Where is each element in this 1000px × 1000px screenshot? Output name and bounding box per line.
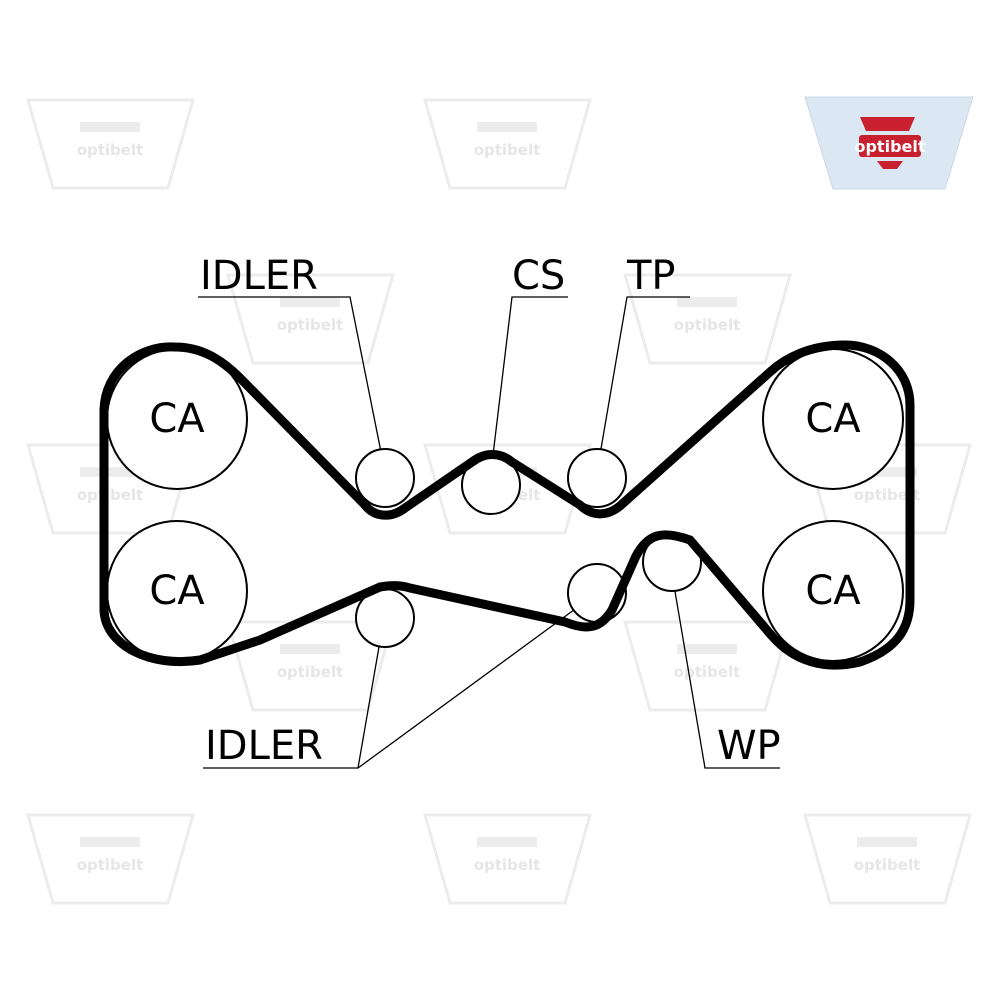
brand-logo-text: optibelt [854, 137, 925, 156]
watermark-text: optibelt [474, 856, 541, 874]
pulley-labels: CA CA CA CA [149, 396, 861, 614]
label-ca-bottom-right: CA [805, 568, 861, 614]
label-ca-bottom-left: CA [149, 568, 205, 614]
timing-belt [99, 340, 915, 670]
pulley-tp [567, 448, 627, 508]
watermark-text: optibelt [277, 316, 344, 334]
label-idler-top: IDLER [200, 253, 318, 299]
label-ca-top-left: CA [149, 396, 205, 442]
pulley-idler-top [355, 448, 415, 508]
watermark-text: optibelt [674, 663, 741, 681]
label-ca-top-right: CA [805, 396, 861, 442]
watermark-text: optibelt [854, 486, 921, 504]
label-wp: WP [717, 723, 781, 769]
watermark-logo: optibelt [623, 273, 792, 365]
watermark-logo: optibelt [803, 443, 972, 535]
leader-wp [669, 561, 780, 769]
watermark-text: optibelt [77, 856, 144, 874]
watermark-logo: optibelt [26, 98, 195, 190]
leader-idler-top [198, 296, 386, 473]
leader-cs [489, 296, 568, 481]
watermark-logo: optibelt [423, 813, 592, 905]
label-tp: TP [626, 253, 676, 299]
watermark-text: optibelt [474, 141, 541, 159]
label-cs: CS [512, 253, 565, 299]
watermark-logo: optibelt [226, 273, 395, 365]
watermark-text: optibelt [77, 486, 144, 504]
leader-lines [198, 296, 780, 769]
watermark-text: optibelt [77, 141, 144, 159]
watermark-logo: optibelt [26, 813, 195, 905]
brand-logo: optibelt [804, 96, 974, 190]
watermark-text: optibelt [854, 856, 921, 874]
callout-labels: IDLER CS TP IDLER WP [200, 253, 781, 769]
watermark-logo: optibelt [423, 98, 592, 190]
watermark-logo: optibelt [803, 813, 972, 905]
watermark-logo: optibelt [623, 620, 792, 712]
watermark-text: optibelt [277, 663, 344, 681]
label-idler-bottom: IDLER [205, 723, 323, 769]
leader-tp [595, 296, 690, 479]
watermark-text: optibelt [674, 316, 741, 334]
pulleys [106, 348, 904, 662]
